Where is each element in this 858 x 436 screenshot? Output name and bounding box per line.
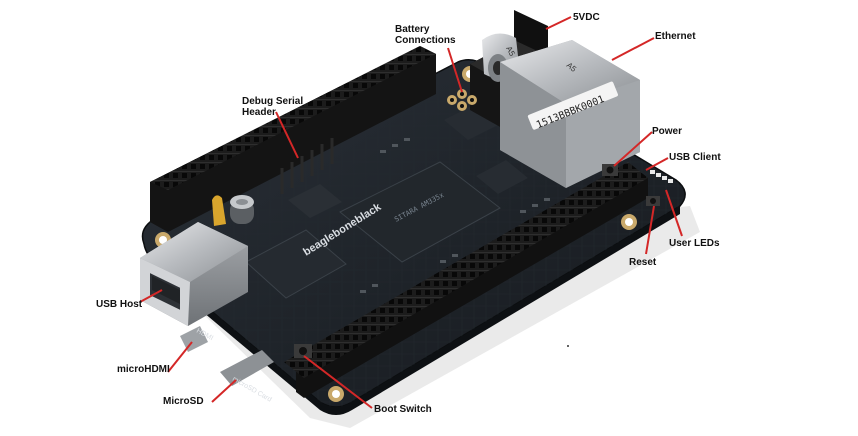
micro-sd-slot — [220, 350, 274, 386]
tantalum-cap — [212, 195, 226, 226]
stray-dot — [567, 345, 569, 347]
leader-usb-client — [645, 157, 669, 171]
processor-chip — [339, 161, 501, 263]
leader-ethernet — [611, 37, 655, 61]
expansion-header-bottom — [284, 162, 648, 378]
label-usb-client: USB Client — [669, 152, 721, 163]
label-reset: Reset — [629, 257, 657, 268]
boot-switch-part — [294, 344, 312, 358]
expansion-header-top — [150, 46, 436, 190]
smd-components — [360, 138, 550, 293]
leader-lines — [139, 16, 683, 409]
leader-reset — [645, 205, 655, 255]
label-5vdc: 5VDC — [573, 12, 600, 23]
leader-battery — [447, 47, 463, 93]
label-battery-line2: Connections — [395, 35, 456, 46]
label-microhdmi: microHDMI — [117, 364, 170, 375]
memory-chip — [245, 229, 347, 299]
reset-button-part — [646, 196, 660, 206]
leader-microhdmi — [167, 341, 193, 373]
label-usb-host: USB Host — [96, 299, 143, 310]
leader-debug — [275, 111, 299, 159]
leader-microsd — [211, 379, 237, 403]
label-boot-switch: Boot Switch — [374, 404, 432, 415]
user-leds-part — [650, 170, 673, 183]
debug-serial-pins — [280, 138, 334, 194]
expansion-header-top-front — [150, 46, 436, 232]
leader-5vdc — [545, 16, 572, 30]
leader-usb-host — [139, 289, 163, 303]
label-user-leds: User LEDs — [669, 238, 720, 249]
rj45: 1513BBBK0001 A5 — [500, 40, 640, 188]
battery-pads — [447, 89, 477, 111]
label-battery-connections: Battery Connections — [395, 24, 456, 46]
label-debug-line1: Debug Serial — [242, 96, 304, 107]
label-ethernet: Ethernet — [655, 31, 696, 42]
label-debug-line2: Header — [242, 107, 276, 118]
usb-a — [140, 222, 248, 326]
label-debug-serial-header: Debug Serial Header — [242, 96, 303, 118]
sd-marking: microSD Card — [231, 376, 273, 404]
leader-user-leds — [665, 189, 683, 237]
label-battery-line1: Battery — [395, 24, 430, 35]
capacitor — [230, 195, 254, 224]
leader-boot-switch — [303, 355, 373, 409]
power-button-part — [602, 164, 618, 176]
label-microsd: MicroSD — [163, 396, 204, 407]
jack-code: A5 — [504, 45, 517, 58]
micro-hdmi-port — [180, 326, 208, 352]
leader-power — [613, 131, 653, 167]
label-power: Power — [652, 126, 683, 137]
phy-chip — [476, 160, 528, 194]
emmc-chip — [288, 184, 342, 218]
